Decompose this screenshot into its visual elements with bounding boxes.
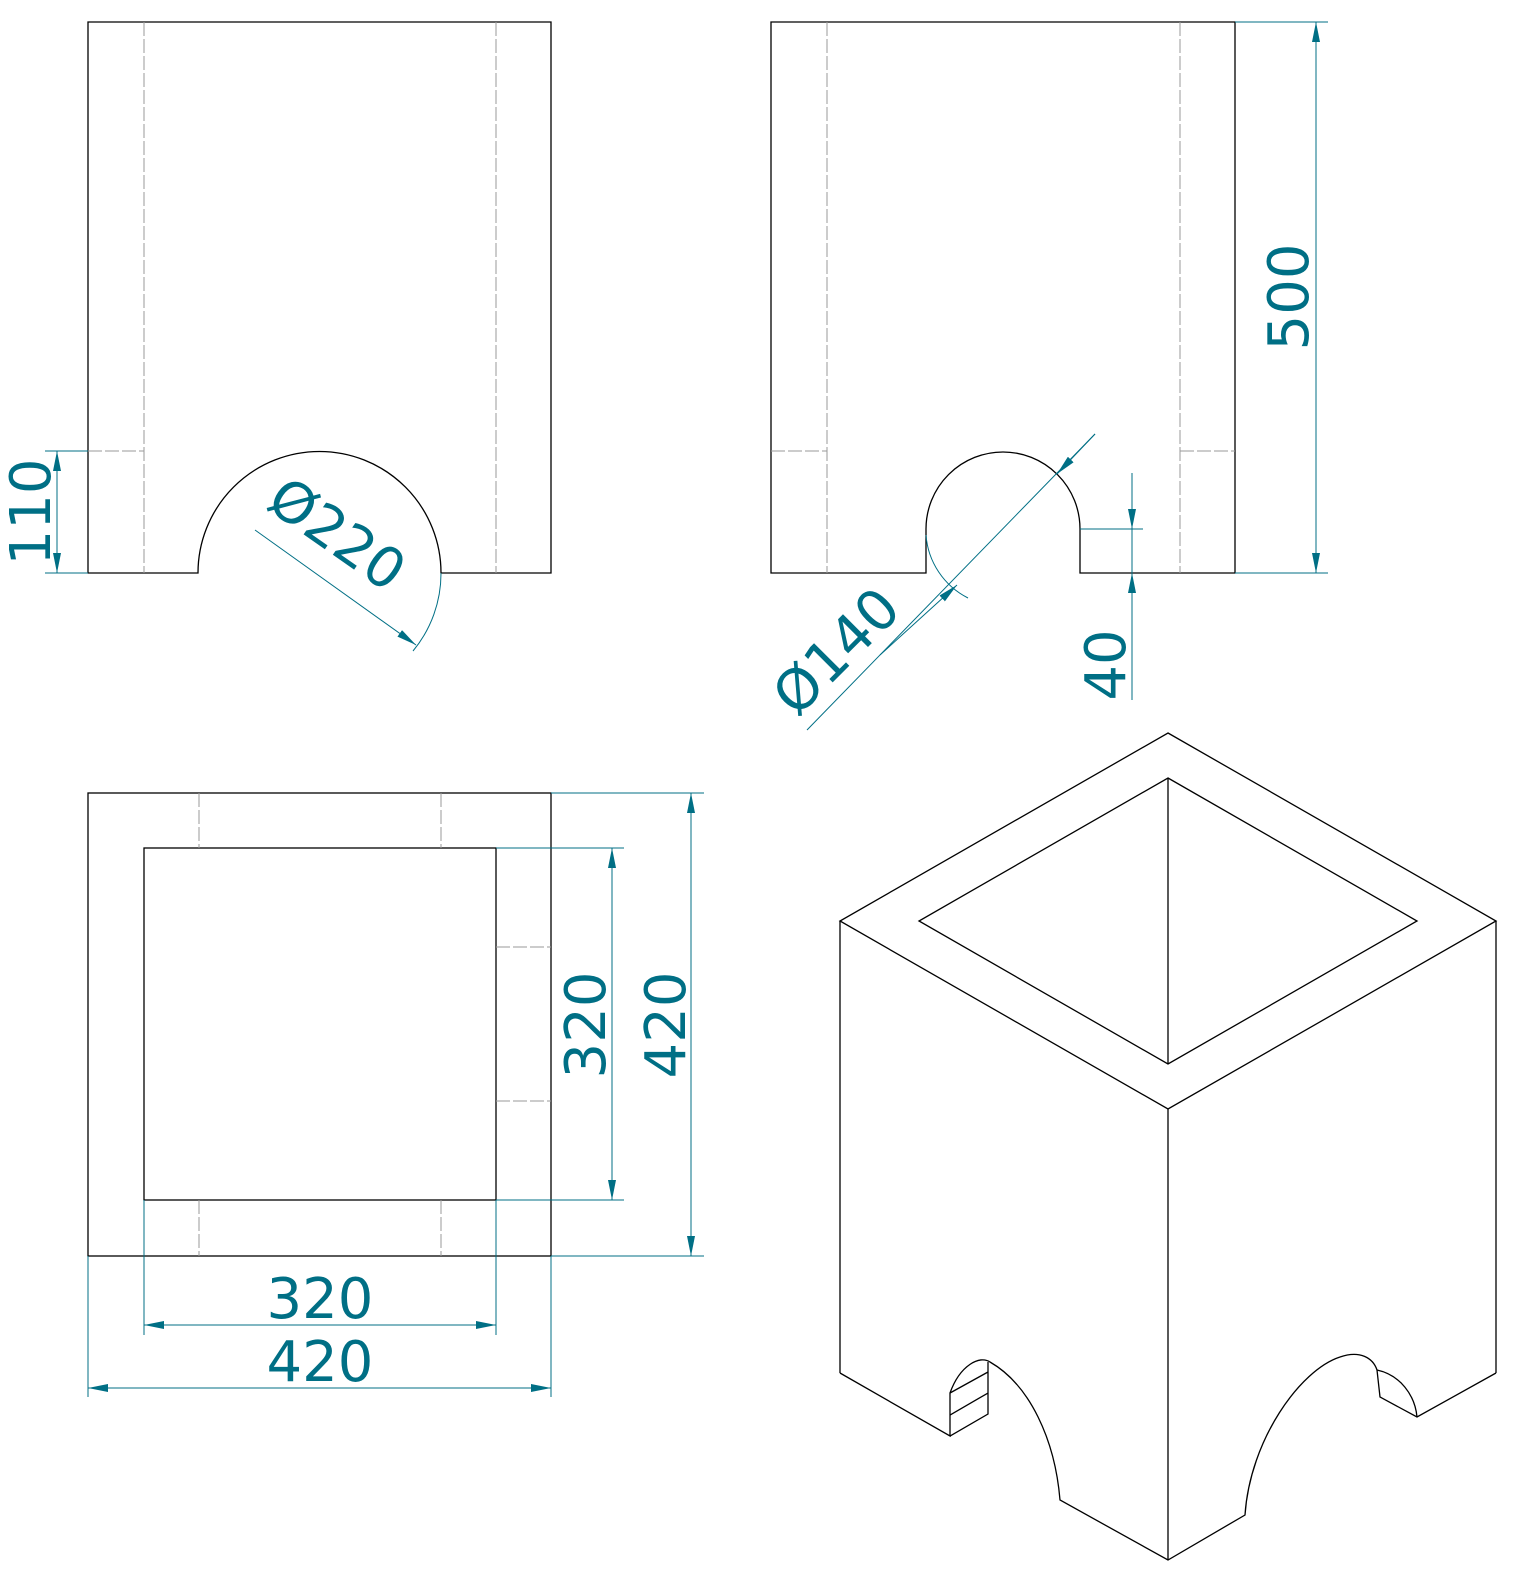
side-view: 500 Ø140 40	[761, 21, 1328, 731]
dim-diameter-220-label: Ø220	[256, 465, 417, 605]
dim-320-vertical-label: 320	[554, 972, 619, 1079]
dim-110-label: 110	[0, 459, 64, 566]
dim-420-horizontal-label: 420	[267, 1330, 374, 1395]
dim-320-vertical: 320	[496, 847, 624, 1201]
dim-320-horizontal-label: 320	[267, 1267, 374, 1332]
dim-110: 110	[0, 450, 88, 574]
dim-diameter-220: Ø220	[254, 465, 442, 652]
dim-40: 40	[1074, 473, 1143, 701]
dim-500-label: 500	[1257, 244, 1322, 351]
top-view: 320 420 320 420	[87, 792, 704, 1397]
isometric-view	[838, 732, 1498, 1561]
dim-420-vertical: 420	[551, 792, 704, 1257]
dim-320-horizontal: 320	[143, 1200, 497, 1335]
dim-500: 500	[1235, 21, 1328, 574]
front-view: 110 Ø220	[0, 21, 552, 652]
dim-diameter-140: Ø140	[761, 433, 1096, 731]
dim-40-label: 40	[1074, 629, 1139, 700]
dim-diameter-140-label: Ø140	[761, 576, 914, 729]
dim-420-horizontal: 420	[87, 1256, 552, 1397]
dim-420-vertical-label: 420	[634, 972, 699, 1079]
